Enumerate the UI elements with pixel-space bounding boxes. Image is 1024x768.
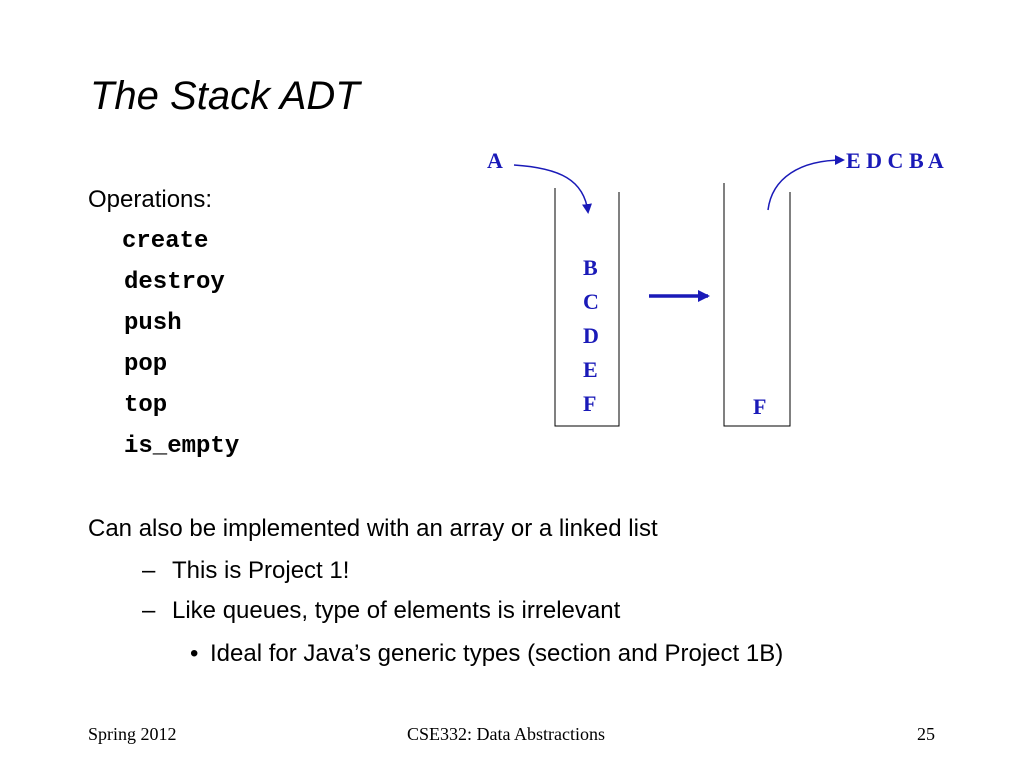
footer-course: CSE332: Data Abstractions [407,724,605,744]
pop-arrow [767,155,845,211]
left-stack-item-d: D [583,323,599,348]
left-stack-container [554,188,620,427]
sub-item-project: –This is Project 1! [142,557,349,585]
left-stack-item-c: C [583,289,599,314]
operation-is-empty: is_empty [124,433,240,460]
operation-create: create [122,228,209,255]
operation-top: top [124,392,168,419]
operations-list: create destroy push pop top is_empty [122,226,240,472]
push-arrow [513,164,592,214]
bullet-marker: • [190,640,199,667]
left-stack-item-b: B [583,255,598,280]
operation-pop: pop [124,351,168,378]
footer-page-number: 25 [917,724,935,744]
dash-marker: – [142,597,156,624]
right-stack-container [723,183,791,427]
operations-label: Operations: [88,186,213,213]
footer-date: Spring 2012 [88,724,177,744]
input-label: A [487,148,503,173]
sub-item-text: Like queues, type of elements is irrelev… [172,597,621,624]
right-stack-item-f: F [753,394,766,419]
operation-destroy: destroy [124,269,225,296]
output-label: E D C B A [846,148,944,173]
sub-item-queues: –Like queues, type of elements is irrele… [142,597,620,625]
operation-push: push [124,310,182,337]
sub-sub-item-text: Ideal for Java’s generic types (section … [210,640,784,667]
slide-title: The Stack ADT [90,74,360,118]
sub-sub-item-generics: • Ideal for Java’s generic types (section… [190,640,783,668]
sub-item-text: This is Project 1! [172,557,350,584]
left-stack-item-f: F [583,391,596,416]
left-stack-item-e: E [583,357,598,382]
implementation-text: Can also be implemented with an array or… [88,515,658,542]
dash-marker: – [142,557,156,584]
